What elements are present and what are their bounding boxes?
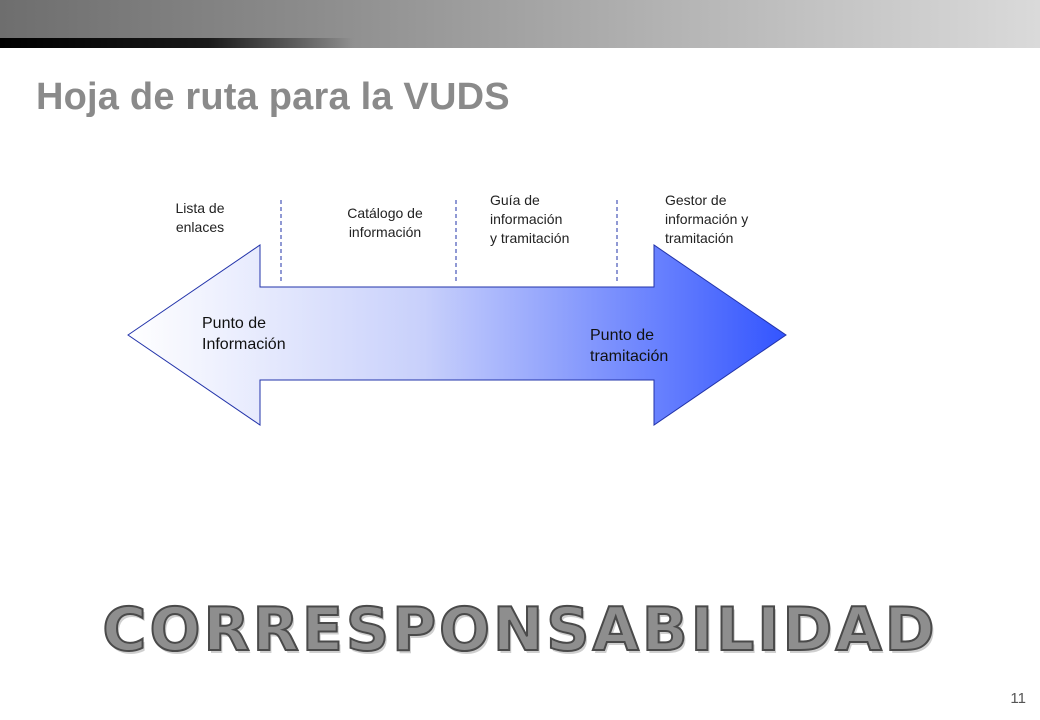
- phase-label-line: Lista de: [175, 200, 225, 216]
- phase-label-guia: Guía de información y tramitación: [490, 191, 569, 248]
- arrow-right-label-line: tramitación: [590, 348, 669, 365]
- header-accent-line: [0, 38, 1040, 48]
- banner-word: CORRESPONSABILIDAD: [101, 594, 938, 666]
- double-arrow: [127, 244, 787, 426]
- phase-label-line: Gestor de: [665, 192, 727, 208]
- arrow-left-label-line: Punto de: [202, 315, 267, 332]
- phase-label-gestor: Gestor de información y tramitación: [665, 191, 748, 248]
- phase-label-line: tramitación: [665, 230, 734, 246]
- phase-label-catalogo: Catálogo de información: [334, 204, 436, 242]
- page-number: 11: [1010, 690, 1026, 707]
- arrow-left-label: Punto de Información: [202, 313, 286, 355]
- phase-label-line: información y: [665, 211, 749, 227]
- arrow-right-label: Punto de tramitación: [590, 325, 668, 367]
- phase-label-line: información: [490, 211, 563, 227]
- arrow-right-label-line: Punto de: [590, 327, 655, 344]
- phase-label-line: enlaces: [175, 219, 225, 235]
- phase-label-lista-enlaces: Lista de enlaces: [162, 199, 238, 237]
- phase-label-line: y tramitación: [490, 230, 570, 246]
- phase-label-line: información: [348, 224, 422, 240]
- phase-label-line: Catálogo de: [347, 205, 423, 221]
- arrow-left-label-line: Información: [202, 336, 286, 353]
- page-title: Hoja de ruta para la VUDS: [36, 76, 510, 118]
- phase-label-line: Guía de: [490, 192, 540, 208]
